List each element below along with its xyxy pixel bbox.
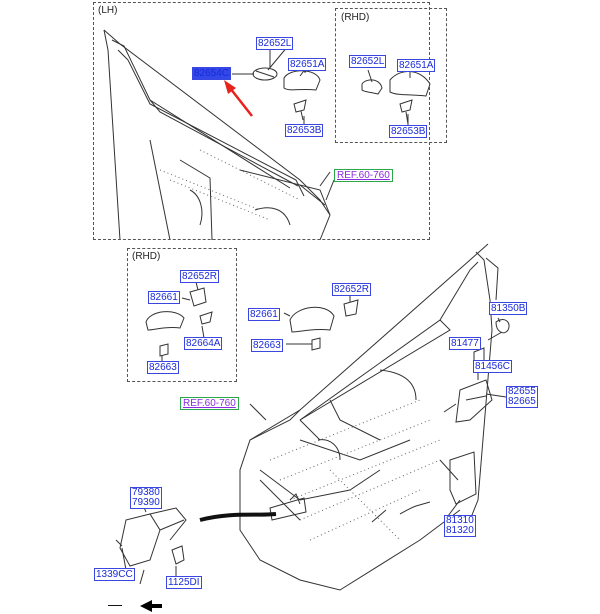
part-81456C[interactable]: 81456C xyxy=(473,360,513,373)
part-82652R[interactable]: 82652R xyxy=(332,283,372,296)
bottom-door-handle-drawing xyxy=(289,299,359,351)
rhd-top-label: (RHD) xyxy=(340,12,371,23)
lh-region-box xyxy=(93,2,430,240)
part-82653B-rhd[interactable]: 82653B xyxy=(389,125,428,138)
part-81477[interactable]: 81477 xyxy=(449,337,481,350)
rhd-left-region-box xyxy=(127,248,237,382)
part-79380-79390[interactable]: 79380 79390 xyxy=(130,487,162,509)
footer-dash: — xyxy=(108,596,122,612)
part-1339CC[interactable]: 1339CC xyxy=(94,568,135,581)
part-82655-82665[interactable]: 82655 82665 xyxy=(506,386,538,408)
door-cable-drawing xyxy=(199,512,277,522)
part-81310[interactable]: 81310 xyxy=(446,515,474,526)
part-82653B-lh[interactable]: 82653B xyxy=(285,124,324,137)
part-79390[interactable]: 79390 xyxy=(132,497,160,508)
back-arrow-icon xyxy=(140,600,162,612)
part-81350B[interactable]: 81350B xyxy=(489,302,528,315)
top-lh-handle-drawing xyxy=(252,45,321,121)
rhd-top-region-box xyxy=(335,8,447,143)
part-81320[interactable]: 81320 xyxy=(446,525,474,536)
part-82661-rhd[interactable]: 82661 xyxy=(148,291,180,304)
part-82663-rhd[interactable]: 82663 xyxy=(147,361,179,374)
top-door-frame-drawing xyxy=(103,29,331,241)
part-82655[interactable]: 82655 xyxy=(508,386,536,397)
door-checker-drawing xyxy=(269,493,307,521)
rhd-left-label: (RHD) xyxy=(131,251,162,262)
part-82652R-rhd[interactable]: 82652R xyxy=(180,270,220,283)
part-82661[interactable]: 82661 xyxy=(248,308,280,321)
part-82652L-rhd[interactable]: 82652L xyxy=(349,55,387,68)
bottom-door-frame-drawing xyxy=(239,243,499,591)
red-pointer-arrow xyxy=(224,80,253,117)
part-82651A-rhd[interactable]: 82651A xyxy=(397,59,436,72)
part-82664A[interactable]: 82664A xyxy=(184,337,223,350)
part-82652L-lh[interactable]: 82652L xyxy=(256,37,294,50)
part-82654C-highlighted[interactable]: 82654C xyxy=(192,67,232,80)
door-hinge-drawing xyxy=(115,507,187,567)
part-1125DI[interactable]: 1125DI xyxy=(166,576,202,589)
bottom-door-hole-pattern xyxy=(269,399,441,541)
ref-60-760-mid[interactable]: REF.60-760 xyxy=(180,397,239,410)
ref-60-760-top[interactable]: REF.60-760 xyxy=(334,169,393,182)
rhd-left-handle-drawing xyxy=(145,287,213,357)
part-82665[interactable]: 82665 xyxy=(508,396,536,407)
part-82663[interactable]: 82663 xyxy=(251,339,283,352)
part-81310-81320[interactable]: 81310 81320 xyxy=(444,515,476,537)
part-79380[interactable]: 79380 xyxy=(132,487,160,498)
lh-label: (LH) xyxy=(97,5,119,16)
part-82651A-lh[interactable]: 82651A xyxy=(288,58,327,71)
